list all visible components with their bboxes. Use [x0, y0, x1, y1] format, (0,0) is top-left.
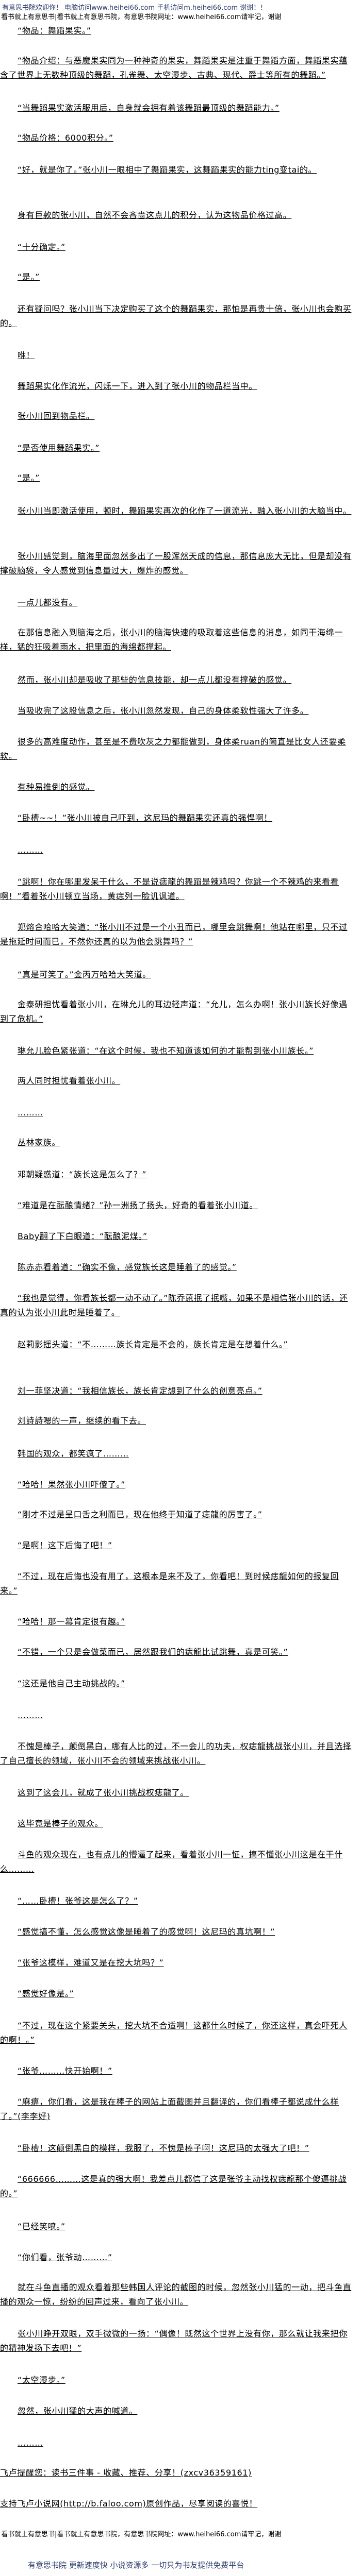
faloo-reminder: 飞卢提醒您：读书三件事 - 收藏、推荐、分享！(zxcv36359161): [0, 2468, 252, 2478]
site-notice: 看书就上有意思书|看书就上有意思书院，有意思书院网址：www.heihei66.…: [1, 13, 282, 21]
story-paragraph: “麻痹，你们看，这是我在棒子的网站上面截图并且翻译的，你们看棒子都说成什么样了。…: [0, 2097, 339, 2121]
story-paragraph: “感觉搞不懂，怎么感觉这像是睡着了的感觉啊！这尼玛的真坑啊！”: [18, 1927, 275, 1937]
story-paragraph: “我也是觉得，你看族长都一动不动了。”陈乔蒽抿了抿嘴，如果不是相信张小川的话，还…: [0, 1293, 348, 1317]
story-paragraph: 两人同时担忧看着张小川。: [18, 1076, 121, 1086]
story-paragraph: 张小川睁开双眼，双手微微的一扬：“偶像！既然这个世界上没有你，那么就让我来把你的…: [0, 2329, 348, 2353]
story-paragraph: 金泰研担忧看着张小川，在琳允儿的耳边轻声道：“允儿，怎么办啊！张小川族长好像遇到…: [0, 999, 348, 1024]
story-paragraph: “跳啊！你在哪里发呆干什么，不是说痣龍的舞蹈是辣鸡吗？你跳一个不辣鸡的来看看啊！…: [0, 877, 339, 901]
story-paragraph: ………: [18, 1710, 43, 1720]
story-paragraph: 琳允儿脸色紧张道：“在这个时候，我也不知道该如何的才能帮到张小川族长。”: [18, 1046, 314, 1056]
story-paragraph: 忽然，张小川猛的大声的喊道。: [18, 2406, 138, 2416]
story-paragraph: 赵莉影摇头道：“不………族长肯定是不会的，族长肯定是在想着什么。”: [18, 1340, 288, 1349]
story-paragraph: 然而，张小川却是吸收了那些的信息技能，却一点儿都没有撑破的感觉。: [18, 675, 292, 685]
story-paragraph: ………: [18, 1108, 43, 1117]
story-paragraph: “十分确定。”: [18, 242, 65, 252]
story-paragraph: “……卧槽！张爷这是怎么了？”: [18, 1896, 138, 1906]
story-paragraph: “已经笑喷。”: [18, 2222, 65, 2231]
story-paragraph: “物品介绍：与恶魔果实同为一种神奇的果实，舞蹈果实是注重于舞蹈方面，舞蹈果实蕴含…: [0, 56, 348, 80]
story-paragraph: 张小川回到物品栏。: [18, 411, 95, 421]
story-paragraph: 当吸收完了这股信息之后，张小川忽然发现，自己的身体柔软性强大了许多。: [18, 706, 309, 716]
story-paragraph: 一点儿都没有。: [18, 598, 78, 607]
story-paragraph: “感觉好像是。”: [18, 1989, 74, 1998]
story-paragraph: 很多的高难度动作，甚至是不费吹灰之力都能做到，身体柔ruan的简直是比女人还要柔…: [0, 737, 346, 761]
story-paragraph: “哈哈！那一幕肯定很有趣。”: [18, 1617, 125, 1626]
story-paragraph: 身有巨款的张小川，自然不会吝啬这点儿的积分，认为这物品价格过高。: [18, 210, 292, 220]
story-paragraph: 舞蹈果实化作流光，闪烁一下，进入到了张小川的物品栏当中。: [18, 381, 257, 391]
story-paragraph: “是。”: [18, 272, 40, 282]
story-paragraph: 张小川当即激活使用，顿时，舞蹈果实再次的化作了一道流光，融入张小川的大脑当中。: [18, 506, 352, 516]
story-paragraph: “物品：舞蹈果实。”: [18, 26, 91, 36]
story-paragraph: 在那信息融入到脑海之后，张小川的脑海快速的吸取着这些信息的消息，如同干海绵一样，…: [0, 628, 343, 652]
story-paragraph: Baby翻了下白眼道：“酝酿泥煤。”: [18, 1231, 147, 1241]
story-paragraph: “你们看，张爷动………”: [18, 2252, 112, 2262]
story-paragraph: “张爷这模样，难道又是在挖大坑吗？”: [18, 1958, 164, 1968]
story-paragraph: “好，就是你了。”张小川一眼相中了舞蹈果实，这舞蹈果实的能力ting变tai的。: [18, 165, 317, 175]
story-paragraph: 张小川感觉到，脑海里面忽然多出了一股浑然天成的信息，那信息庞大无比，但是却没有撑…: [0, 551, 352, 575]
story-paragraph: “卧槽~~！”张小川被自己吓到，这尼玛的舞蹈果实还真的强悍啊！: [18, 813, 272, 823]
story-paragraph: 丛林家族。: [18, 1138, 61, 1147]
story-paragraph: 郑熔合哈哈大笑道：“张小川不过是一个小丑而已，哪里会跳舞啊！他站在哪里，只不过是…: [0, 922, 348, 946]
story-paragraph: “真是可笑了。”金丙万哈哈大笑道。: [18, 970, 151, 979]
story-paragraph: 这到了这会儿，就成了张小川挑战权痣龍了。: [18, 1788, 189, 1798]
story-paragraph: 斗鱼的观众现在，也有点儿的懵逼了起来，看着张小川一怔，搞不懂张小川这是在干什么……: [0, 1850, 343, 1874]
story-paragraph: “是啊！这下后悔了吧！”: [18, 1540, 112, 1550]
story-paragraph: ………: [18, 2438, 43, 2448]
story-paragraph: “不过，现在这个紧要关头，挖大坑不合适啊！这都什么时候了，你还这样，真会吓死人的…: [0, 2021, 348, 2045]
story-paragraph: 不愧是棒子，颠倒黑白，哪有人比的过，不一会儿的功夫，权痣龍挑战张小川，并且选择了…: [0, 1741, 352, 1766]
story-paragraph: “是。”: [18, 473, 40, 483]
story-paragraph: 刘一菲坚决道：“我相信族长，族长肯定想到了什么的创意亮点。”: [18, 1386, 262, 1396]
faloo-support-link[interactable]: 支持飞卢小说网(http://b.faloo.com)原创作品，尽享阅读的喜悦！: [0, 2499, 258, 2509]
story-paragraph: 这毕竟是棒子的观众。: [18, 1819, 104, 1828]
story-paragraph: “张爷………快开始啊！”: [18, 2066, 112, 2076]
story-paragraph: 陈赤赤看着道：“确实不像，感觉族长这是睡着了的感觉。”: [18, 1262, 237, 1272]
site-slogan: 有意思书院 更新速度快 小说资源多 一切只为书友提供免费平台: [28, 2561, 244, 2570]
story-paragraph: 邓朝疑惑道：“族长这是怎么了？”: [18, 1170, 147, 1179]
story-paragraph: “不错，一个只是会做菜而已，居然跟我们的痣龍比试跳舞，真是可笑。”: [18, 1647, 288, 1657]
story-paragraph: ………: [18, 845, 43, 855]
welcome-banner: 有意思书院欢迎你！ 电脑访问www.heihei66.com 手机访问m.hei…: [2, 4, 267, 12]
story-paragraph: “难道是在酝酿情绪？”孙一洲扬了扬头，好奇的看着张小川道。: [18, 1200, 258, 1210]
story-paragraph: “卧槽！这颠倒黑白的模样，我服了，不愧是棒子啊！这尼玛的太强大了吧！”: [18, 2143, 309, 2153]
story-paragraph: 刘詩詩嗯的一声，继续的看下去。: [18, 1416, 146, 1426]
story-paragraph: 咻！: [18, 350, 35, 360]
story-paragraph: “是否使用舞蹈果实。”: [18, 443, 100, 453]
story-paragraph: “这还是他自己主动挑战的。”: [18, 1679, 125, 1688]
story-paragraph: “不过，现在后悔也没有用了，这根本是来不及了，你看吧！到时候痣龍如何的报复回来。…: [0, 1571, 339, 1596]
story-paragraph: “当舞蹈果实激活服用后，自身就会拥有着该舞蹈最顶级的舞蹈能力。”: [18, 103, 280, 113]
site-notice-footer: 看书就上有意思书|看书就上有意思书院，有意思书院网址：www.heihei66.…: [1, 2531, 282, 2538]
story-paragraph: “哈哈！果然张小川吓傻了。”: [18, 1480, 125, 1489]
story-paragraph: 就在斗鱼直播的观众看着那些韩国人评论的截图的时候，忽然张小川猛的一动，把斗鱼直播…: [0, 2282, 352, 2307]
story-paragraph: 还有疑问吗？张小川当下决定购买了这个的舞蹈果实，那怕是再贵十倍，张小川也会购买的…: [0, 304, 352, 328]
story-paragraph: “太空漫步。”: [18, 2375, 65, 2385]
story-paragraph: 韩国的观众，都笑疯了………: [18, 1449, 129, 1459]
story-paragraph: 有种易推倒的感觉。: [18, 782, 95, 792]
story-paragraph: “物品价格：6000积分。”: [18, 133, 113, 143]
story-paragraph: “666666………这是真的强大啊！我差点儿都信了这是张爷主动找权痣龍那个傻逼挑…: [0, 2174, 347, 2198]
story-paragraph: “刚才不过是呈口舌之利而已，现在他终于知道了痣龍的厉害了。”: [18, 1510, 262, 1519]
